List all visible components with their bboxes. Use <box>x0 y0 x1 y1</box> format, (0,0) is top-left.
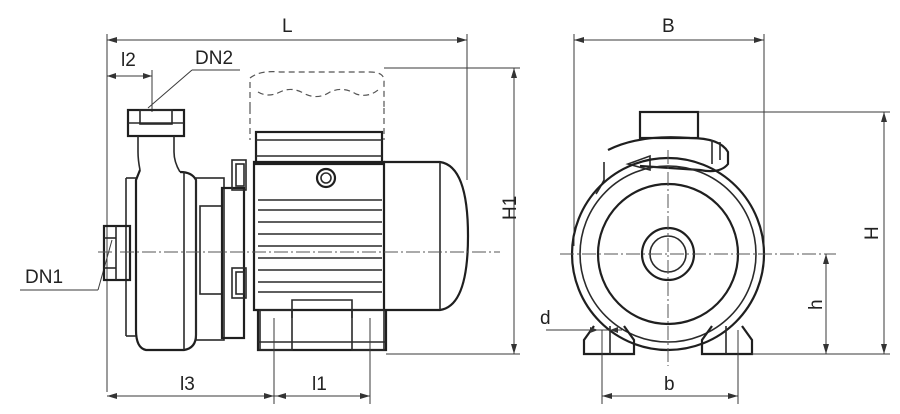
label-H: H <box>862 226 883 240</box>
front-foot-right <box>700 325 754 356</box>
front-outlet <box>638 110 700 140</box>
terminal-box <box>254 130 384 166</box>
label-b: b <box>664 374 675 395</box>
motor-end-cap <box>384 160 470 312</box>
side-view: L l2 DN2 DN1 <box>20 16 521 404</box>
label-H1: H1 <box>500 196 521 220</box>
label-L: L <box>282 16 293 37</box>
motor-feet <box>256 310 388 352</box>
cable-gland <box>315 167 337 189</box>
label-DN2: DN2 <box>195 48 233 69</box>
pump-casing <box>134 169 198 352</box>
front-foot-left <box>582 325 636 356</box>
bracket <box>220 186 246 340</box>
label-l2: l2 <box>121 50 136 71</box>
label-l3: l3 <box>180 374 195 395</box>
label-B: B <box>662 16 675 37</box>
label-h: h <box>806 299 827 310</box>
label-d: d <box>540 308 551 329</box>
suction-inlet <box>102 224 132 282</box>
front-view: B H h <box>540 16 890 404</box>
label-DN1: DN1 <box>25 267 63 288</box>
label-l1: l1 <box>312 374 327 395</box>
